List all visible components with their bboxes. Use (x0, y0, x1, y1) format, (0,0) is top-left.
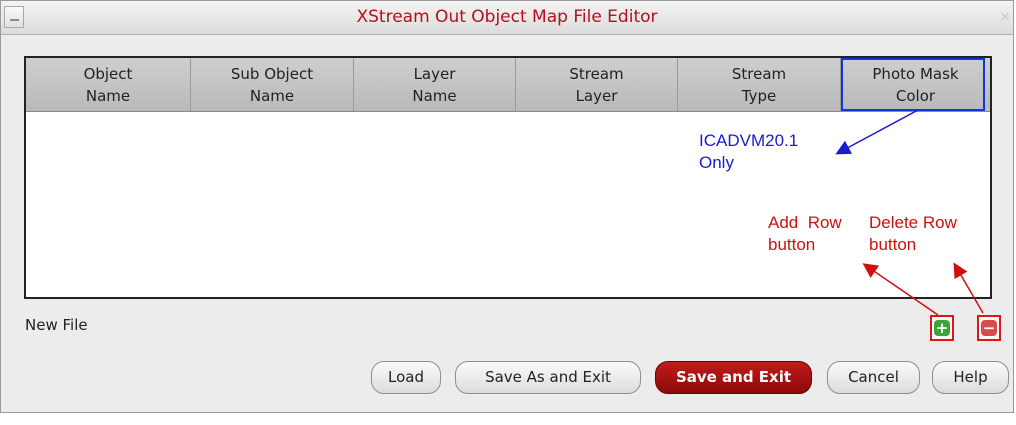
help-button[interactable]: Help (932, 361, 1009, 394)
column-header-stream-type[interactable]: Stream Type (678, 58, 841, 111)
title-bar: XStream Out Object Map File Editor × (1, 1, 1013, 35)
delete-row-button[interactable]: − (977, 315, 1001, 341)
icadvm-annotation: ICADVM20.1 Only (699, 131, 799, 172)
status-text: New File (25, 316, 88, 334)
minus-icon: − (981, 319, 997, 337)
save-as-and-exit-button[interactable]: Save As and Exit (455, 361, 641, 394)
load-button[interactable]: Load (371, 361, 441, 394)
plus-icon: + (934, 319, 950, 337)
window-menu-button[interactable] (4, 6, 24, 28)
add-row-button[interactable]: + (930, 315, 954, 341)
photo-mask-highlight-box (841, 58, 985, 111)
column-header-object-name[interactable]: Object Name (26, 58, 191, 111)
map-file-editor-window: XStream Out Object Map File Editor × Obj… (0, 0, 1014, 413)
column-header-stream-layer[interactable]: Stream Layer (516, 58, 678, 111)
column-header-sub-object-name[interactable]: Sub Object Name (191, 58, 354, 111)
cancel-button[interactable]: Cancel (827, 361, 920, 394)
delete-row-annotation: Delete Row button (869, 213, 957, 254)
window-title: XStream Out Object Map File Editor (356, 7, 658, 27)
save-and-exit-button[interactable]: Save and Exit (655, 361, 812, 394)
add-row-annotation: Add Row button (768, 213, 842, 254)
table-header: Object Name Sub Object Name Layer Name S… (26, 58, 990, 112)
object-map-table: Object Name Sub Object Name Layer Name S… (24, 56, 992, 299)
column-header-layer-name[interactable]: Layer Name (354, 58, 516, 111)
column-header-photo-mask-color[interactable]: Photo Mask Color (872, 64, 959, 105)
close-icon[interactable]: × (999, 9, 1011, 25)
